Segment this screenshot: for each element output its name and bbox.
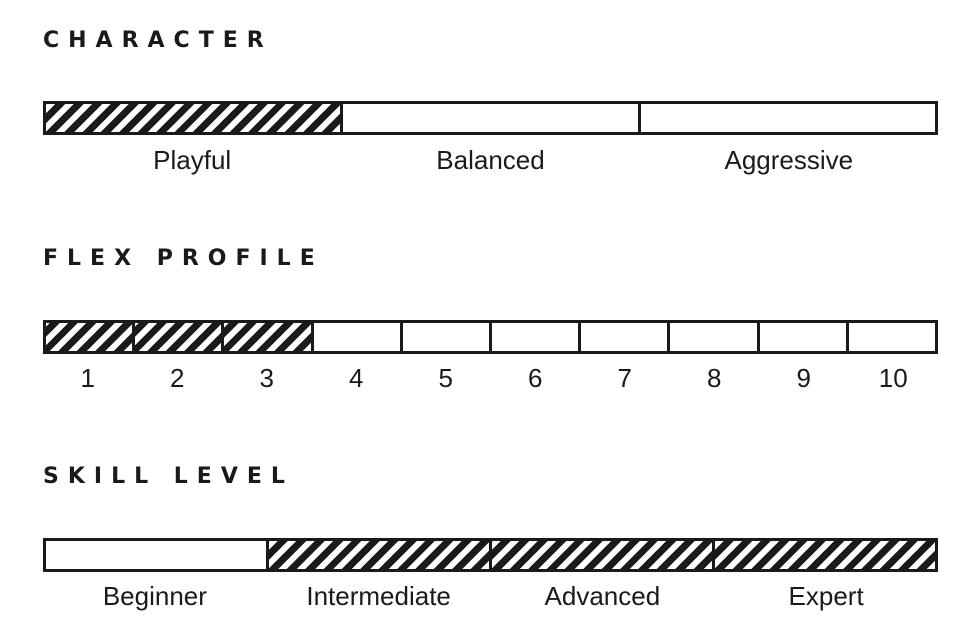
flex-segment-9 [756, 323, 846, 351]
skill-label-intermediate: Intermediate [306, 581, 451, 611]
flex-label-4: 4 [349, 363, 364, 393]
character-segment-playful [46, 104, 341, 132]
flex-profile-scale [43, 320, 938, 354]
flex-segment-6 [489, 323, 578, 351]
skill-segment-intermediate [266, 541, 489, 569]
skill-level-title: SKILL LEVEL [43, 464, 294, 489]
skill-level-scale [43, 538, 938, 572]
flex-label-5: 5 [438, 363, 453, 393]
flex-segment-4 [310, 323, 400, 351]
skill-level-labels: Beginner Intermediate Advanced Expert [43, 581, 938, 611]
skill-segment-advanced [489, 541, 712, 569]
flex-label-6: 6 [528, 363, 543, 393]
flex-label-9: 9 [796, 363, 811, 393]
flex-label-7: 7 [617, 363, 632, 393]
flex-label-3: 3 [259, 363, 274, 393]
character-label-playful: Playful [153, 145, 232, 175]
character-scale [43, 101, 938, 135]
flex-segment-5 [399, 323, 489, 351]
skill-label-advanced: Advanced [544, 581, 661, 611]
skill-label-beginner: Beginner [102, 581, 207, 611]
character-label-aggressive: Aggressive [724, 145, 854, 175]
flex-label-2: 2 [170, 363, 185, 393]
character-segment-aggressive [637, 104, 935, 132]
flex-label-1: 1 [80, 363, 95, 393]
character-label-balanced: Balanced [436, 145, 545, 175]
flex-label-8: 8 [707, 363, 722, 393]
character-labels: Playful Balanced Aggressive [43, 145, 938, 175]
flex-segment-1 [46, 323, 133, 351]
skill-segment-expert [712, 541, 935, 569]
flex-segment-7 [578, 323, 667, 351]
flex-profile-title: FLEX PROFILE [43, 246, 324, 271]
flex-profile-labels: 1 2 3 4 5 6 7 8 9 10 [43, 363, 938, 393]
skill-segment-beginner [46, 541, 266, 569]
flex-segment-3 [221, 323, 311, 351]
flex-label-10: 10 [878, 363, 908, 393]
character-title: CHARACTER [43, 28, 273, 53]
flex-segment-10 [845, 323, 935, 351]
flex-segment-2 [132, 323, 222, 351]
flex-segment-8 [667, 323, 756, 351]
character-segment-balanced [340, 104, 637, 132]
skill-label-expert: Expert [788, 581, 864, 611]
